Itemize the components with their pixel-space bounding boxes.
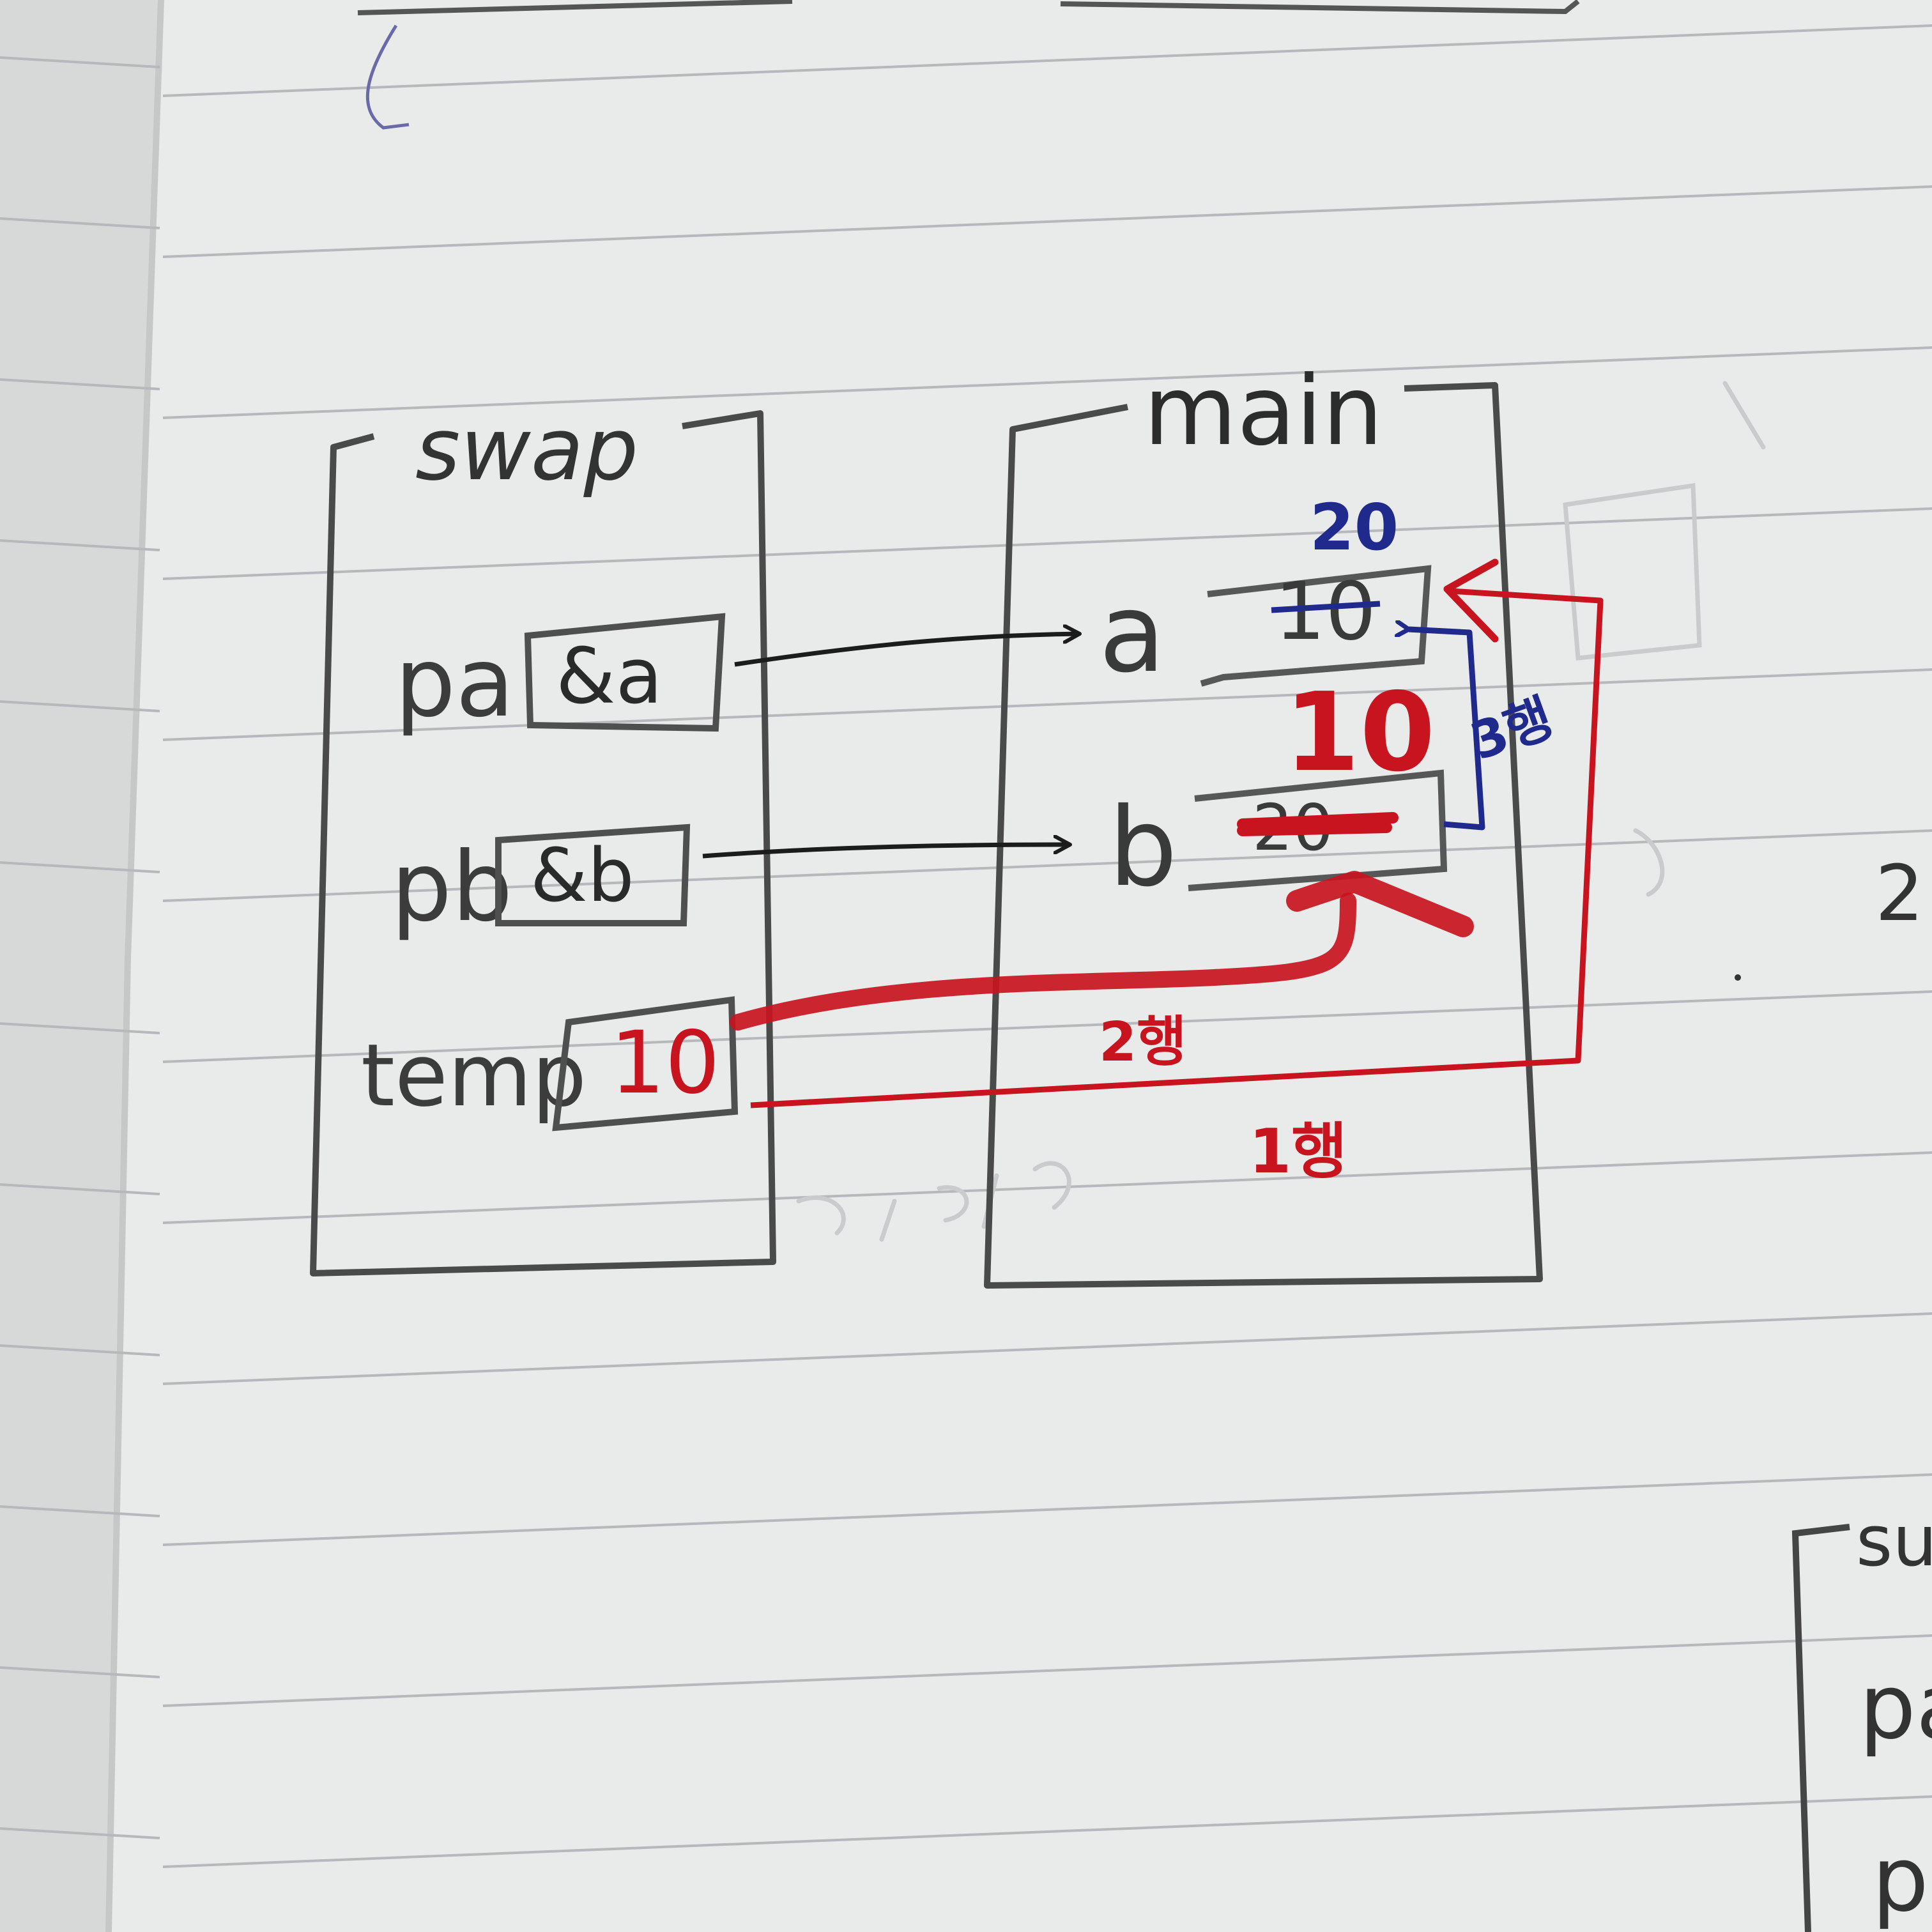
top-blue-curve — [365, 24, 410, 130]
step-label-2: 2행 — [1099, 1011, 1186, 1074]
partial-frame-title: su — [1856, 1500, 1932, 1582]
value-pb: &b — [530, 833, 634, 919]
partial-frame-outline — [1791, 1524, 1850, 1932]
top-pencil-stroke-right — [1060, 0, 1580, 15]
pointer-arrow-pa-to-a — [734, 634, 1080, 667]
page-edge-shadow — [105, 0, 164, 1932]
ruled-line — [0, 668, 1932, 741]
step-label-1: 1행 — [1249, 1117, 1347, 1187]
box-a — [1200, 565, 1432, 687]
main-frame: main a 10 20 b 20 10 — [984, 356, 1543, 1289]
var-label-pa: pa — [395, 627, 514, 739]
ruled-line — [0, 990, 1932, 1063]
value-b-new: 10 — [1284, 670, 1436, 796]
var-label-temp: temp — [361, 1025, 586, 1126]
red-arrow-temp-to-b — [730, 893, 1356, 1031]
red-arrow-a-to-temp — [750, 588, 1604, 1108]
box-pa — [524, 613, 726, 732]
ruled-line — [0, 185, 1932, 258]
box-b — [1188, 769, 1448, 891]
ruled-line — [0, 1634, 1932, 1707]
main-page — [109, 0, 1932, 1932]
partial-var-2: pb — [1872, 1828, 1932, 1932]
stray-dot — [1735, 974, 1741, 981]
ruled-line — [0, 1312, 1932, 1385]
var-label-pb: pb — [391, 832, 512, 943]
value-pa: &a — [556, 632, 663, 721]
box-pb — [495, 824, 691, 926]
var-label-a: a — [1099, 571, 1165, 697]
ruled-line — [0, 1473, 1932, 1546]
swap-frame-title: swap — [415, 399, 638, 500]
top-pencil-stroke-left — [357, 0, 793, 15]
ruled-line — [0, 346, 1932, 419]
ruled-line — [0, 507, 1932, 580]
swap-frame-outline — [310, 410, 776, 1276]
red-arrowhead-a — [1443, 558, 1499, 643]
ruled-lines — [0, 24, 1932, 1868]
right-margin-digit: 2 — [1875, 850, 1924, 939]
main-frame-outline — [984, 382, 1543, 1289]
ruled-line — [0, 829, 1932, 902]
partial-var-1: pa — [1859, 1655, 1932, 1759]
box-temp — [552, 996, 739, 1131]
ruled-line — [0, 1795, 1932, 1868]
swap-frame: swap pa &a pb &b temp 10 — [310, 399, 776, 1276]
pointer-arrow-pb-to-b — [702, 845, 1070, 859]
bleed-through-marks — [796, 381, 1766, 1242]
red-arrowhead-b — [1286, 871, 1474, 937]
value-temp: 10 — [610, 1013, 720, 1113]
ruled-line — [0, 1151, 1932, 1224]
strike-a — [1271, 601, 1381, 613]
var-label-b: b — [1108, 785, 1177, 911]
scribble-b — [1237, 812, 1399, 836]
blue-arrow-b-to-a — [1409, 629, 1485, 831]
main-frame-title: main — [1144, 356, 1383, 467]
value-a-new: 20 — [1310, 490, 1399, 565]
ruled-line — [0, 24, 1932, 97]
